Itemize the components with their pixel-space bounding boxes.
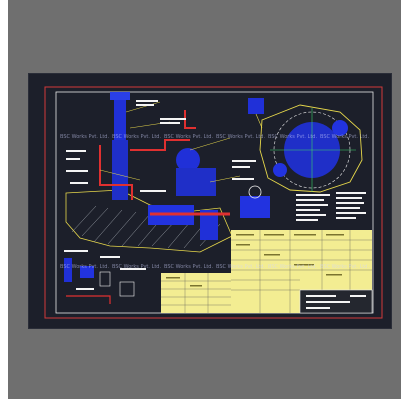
svg-text:BSC Works Pvt. Ltd.: BSC Works Pvt. Ltd. bbox=[112, 264, 161, 270]
bottom-left-details bbox=[64, 250, 146, 304]
assembly-outline bbox=[65, 189, 233, 253]
column-shaft bbox=[112, 140, 128, 200]
bearing-housing bbox=[332, 120, 348, 136]
svg-text:BSC Works Pvt. Ltd.: BSC Works Pvt. Ltd. bbox=[60, 264, 109, 270]
gearbox bbox=[240, 196, 270, 218]
hatch-pattern bbox=[71, 205, 221, 249]
svg-text:BSC Works Pvt. Ltd.: BSC Works Pvt. Ltd. bbox=[320, 264, 369, 270]
watermark-row-top: BSC Works Pvt. Ltd. BSC Works Pvt. Ltd. … bbox=[60, 134, 369, 140]
left-assembly bbox=[65, 92, 270, 253]
outer-border bbox=[44, 86, 383, 319]
pipe-run-2 bbox=[130, 139, 190, 151]
watermark-row-bottom: BSC Works Pvt. Ltd. BSC Works Pvt. Ltd. … bbox=[60, 264, 369, 270]
svg-text:BSC Works Pvt. Ltd.: BSC Works Pvt. Ltd. bbox=[216, 264, 265, 270]
svg-text:BSC Works Pvt. Ltd.: BSC Works Pvt. Ltd. bbox=[112, 134, 161, 140]
svg-text:BSC Works Pvt. Ltd.: BSC Works Pvt. Ltd. bbox=[268, 134, 317, 140]
gear-center bbox=[248, 185, 262, 199]
left-bezel bbox=[0, 0, 8, 399]
drive-hub bbox=[273, 163, 287, 177]
svg-text:BSC Works Pvt. Ltd.: BSC Works Pvt. Ltd. bbox=[320, 134, 369, 140]
schedule-table-left bbox=[161, 273, 231, 313]
motor-body bbox=[176, 168, 216, 196]
top-nozzle bbox=[248, 98, 264, 114]
side-housing bbox=[200, 210, 218, 240]
svg-text:BSC Works Pvt. Ltd.: BSC Works Pvt. Ltd. bbox=[216, 134, 265, 140]
tower-body bbox=[114, 98, 126, 142]
svg-text:BSC Works Pvt. Ltd.: BSC Works Pvt. Ltd. bbox=[164, 264, 213, 270]
svg-text:BSC Works Pvt. Ltd.: BSC Works Pvt. Ltd. bbox=[164, 134, 213, 140]
right-detail-view bbox=[248, 98, 363, 193]
general-notes bbox=[296, 192, 366, 221]
callout-text-blocks bbox=[66, 100, 256, 192]
svg-text:BSC Works Pvt. Ltd.: BSC Works Pvt. Ltd. bbox=[268, 264, 317, 270]
svg-text:BSC Works Pvt. Ltd.: BSC Works Pvt. Ltd. bbox=[60, 134, 109, 140]
detail-outline bbox=[259, 104, 363, 193]
tower-cap bbox=[110, 92, 130, 100]
pipe-run-4 bbox=[184, 110, 196, 129]
pipe-run-1 bbox=[99, 145, 133, 200]
schedule-tables bbox=[161, 230, 373, 314]
pump-casing bbox=[176, 148, 200, 172]
